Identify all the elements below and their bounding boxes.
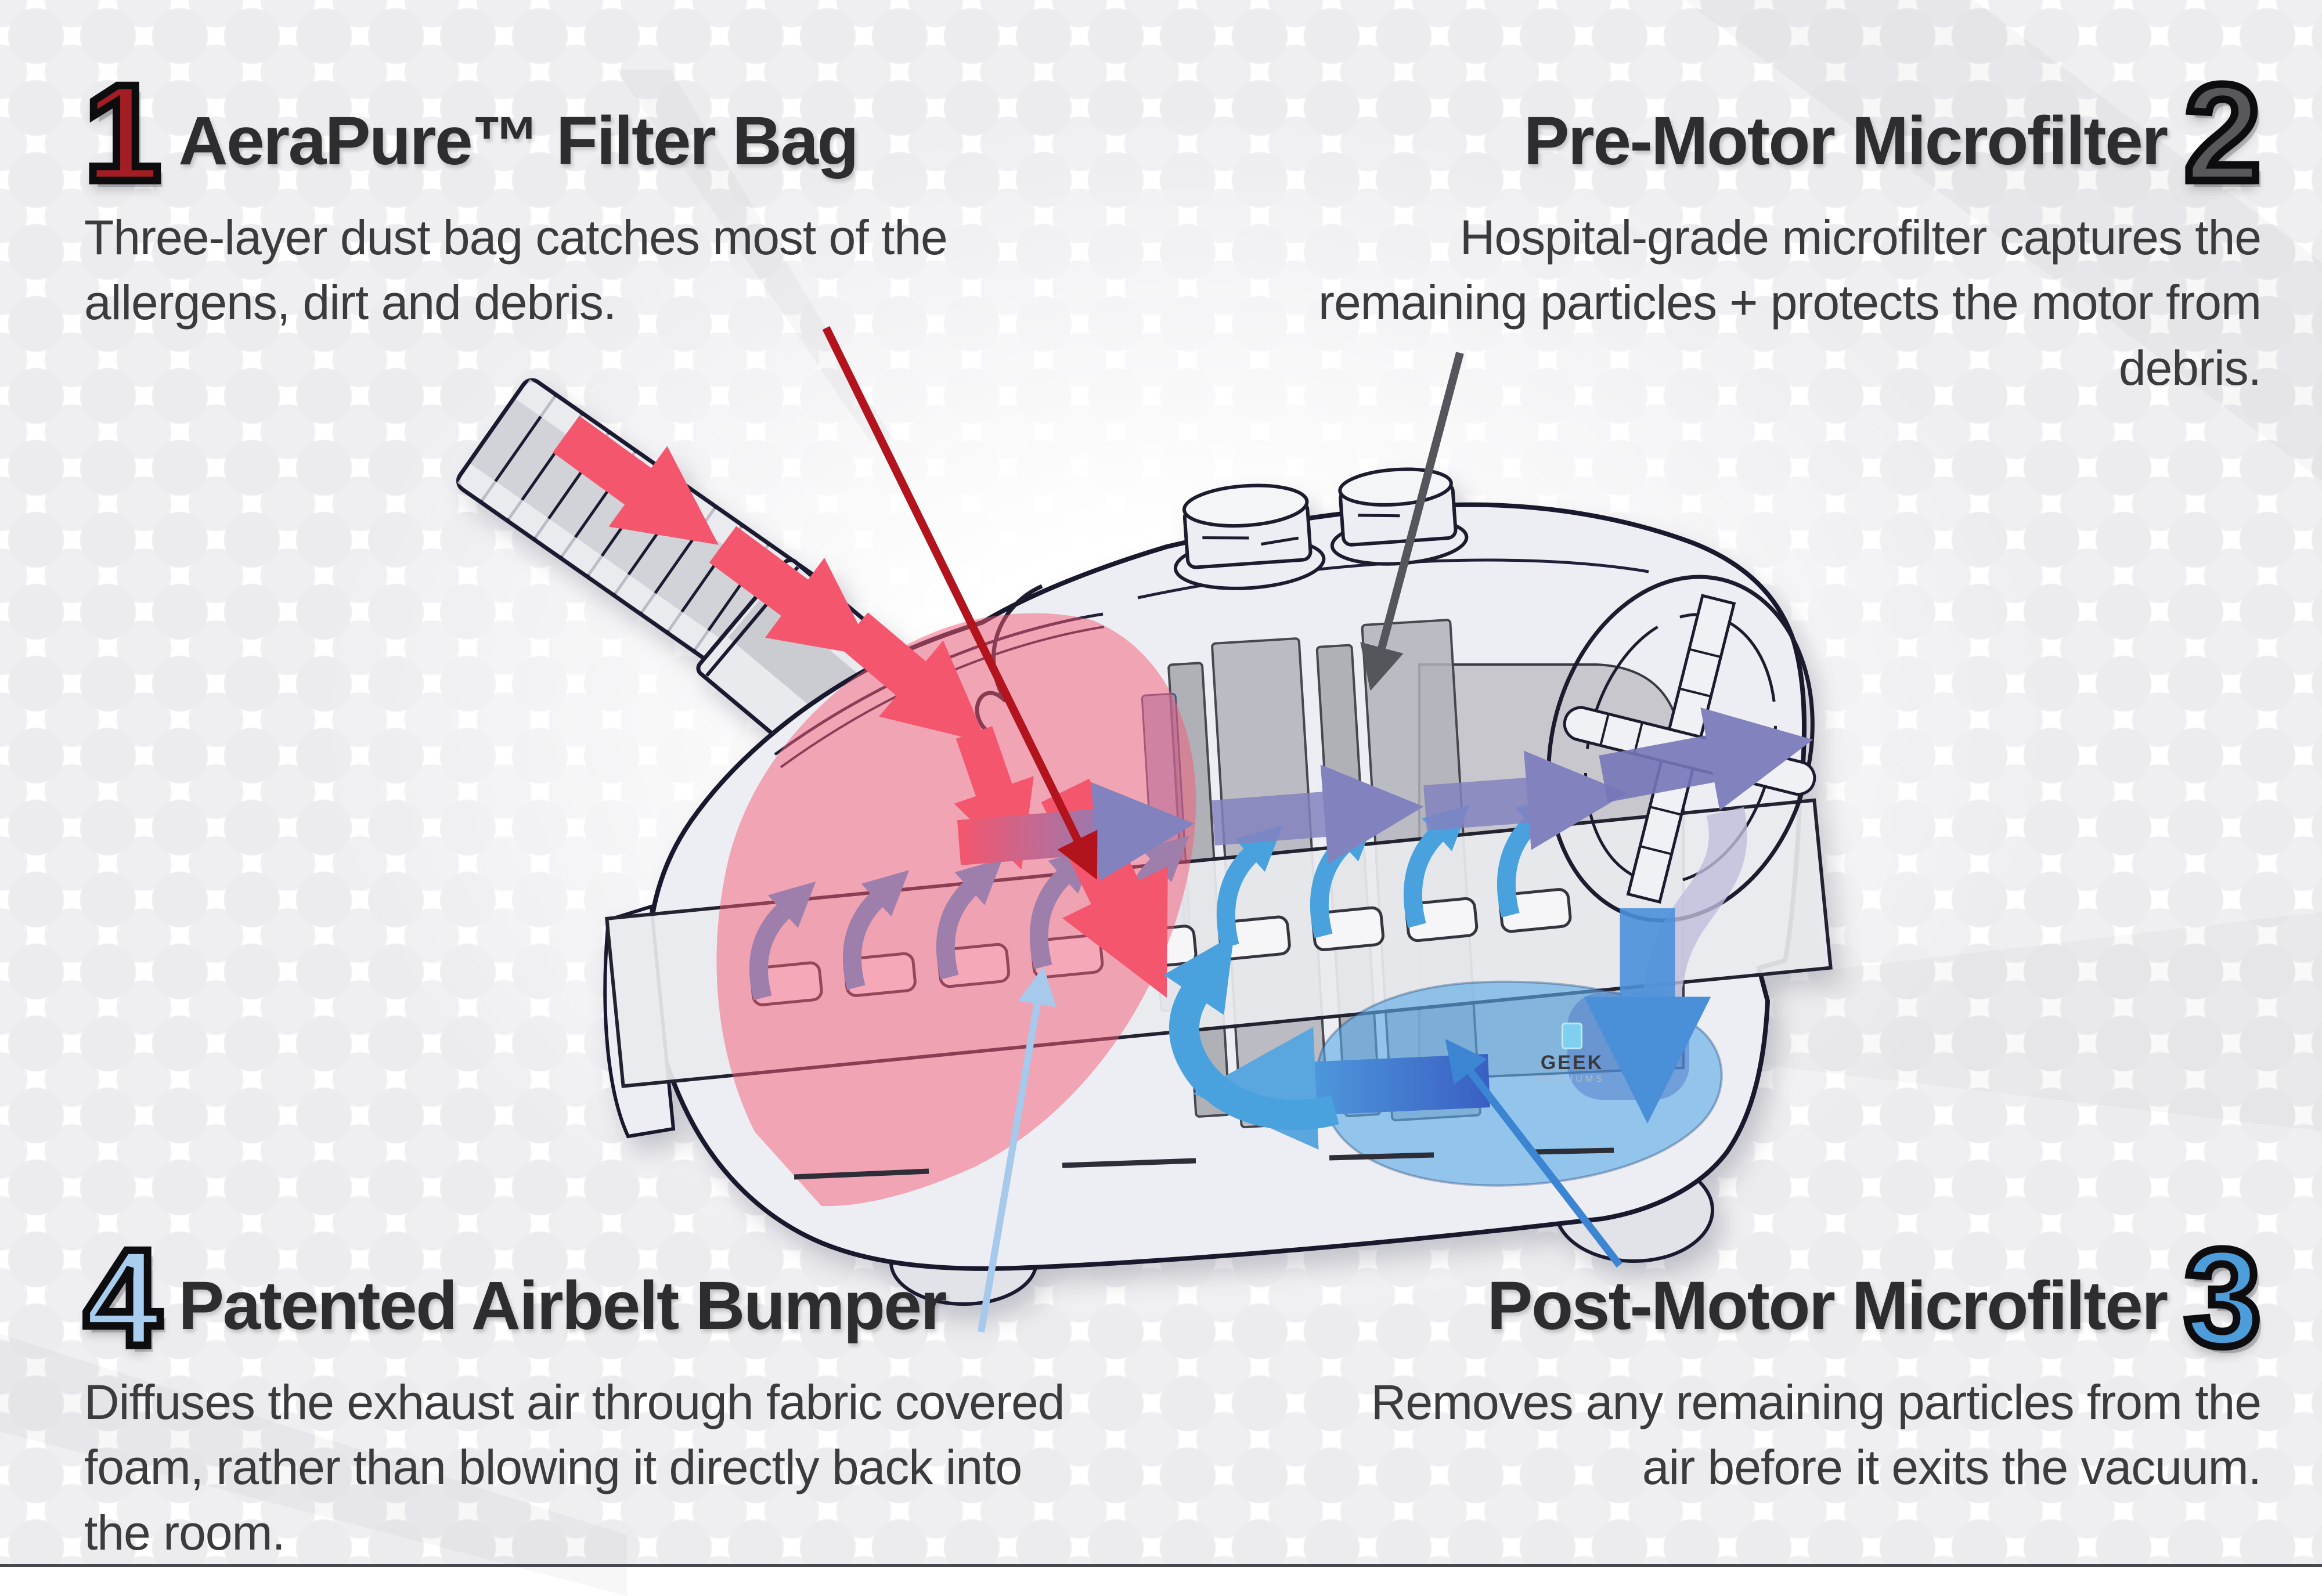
bottom-border-line (0, 1564, 2322, 1567)
vacuum-diagram (456, 378, 1833, 1306)
filter-bag-region (716, 613, 1196, 1207)
callout-airbelt-bumper: 4 Patented Airbelt Bumper Diffuses the e… (80, 1221, 1303, 1565)
callout-title-filter-bag: AeraPure™ Filter Bag (178, 103, 859, 179)
leader-line-pre-motor (1360, 352, 1464, 691)
top-caps (1173, 467, 1469, 590)
callout-filter-bag: 1 AeraPure™ Filter Bag Three-layer dust … (80, 56, 1245, 335)
leader-line-airbelt (978, 966, 1057, 1333)
callout-title-airbelt: Patented Airbelt Bumper (178, 1268, 947, 1344)
exhaust-left-arrow (1193, 1027, 1491, 1150)
callout-number-1: 1 (80, 56, 164, 210)
callout-post-motor-microfilter: Post-Motor Microfilter 3 Removes any rem… (1042, 1221, 2265, 1500)
callout-number-2: 2 (2180, 56, 2265, 210)
callout-pre-motor-microfilter: Pre-Motor Microfilter 2 Hospital-grade m… (1042, 56, 2265, 400)
callout-desc-pre-motor: Hospital-grade microfilter captures the … (1318, 210, 2262, 395)
watermark-brand: GEEK (1540, 1052, 1604, 1074)
callout-number-4: 4 (80, 1221, 164, 1375)
leader-line-filter-bag (822, 326, 1098, 880)
callout-desc-filter-bag: Three-layer dust bag catches most of the… (84, 210, 948, 330)
drink-cup-icon (1562, 1023, 1582, 1049)
callout-title-pre-motor: Pre-Motor Microfilter (1523, 103, 2168, 179)
leader-line-post-motor (1445, 1039, 1623, 1268)
exhaust-curl-arrow (1163, 934, 1339, 1131)
watermark-sub: VACUUMS (1539, 1074, 1605, 1084)
callout-leader-lines (822, 326, 1623, 1333)
brand-watermark: GEEK VACUUMS (1508, 1023, 1636, 1085)
callout-title-post-motor: Post-Motor Microfilter (1487, 1268, 2168, 1344)
callout-desc-post-motor: Removes any remaining particles from the… (1371, 1374, 2262, 1495)
body-bottom-dashes (794, 1147, 1614, 1180)
callout-desc-airbelt: Diffuses the exhaust air through fabric … (84, 1374, 1065, 1560)
callout-number-3: 3 (2180, 1221, 2265, 1375)
